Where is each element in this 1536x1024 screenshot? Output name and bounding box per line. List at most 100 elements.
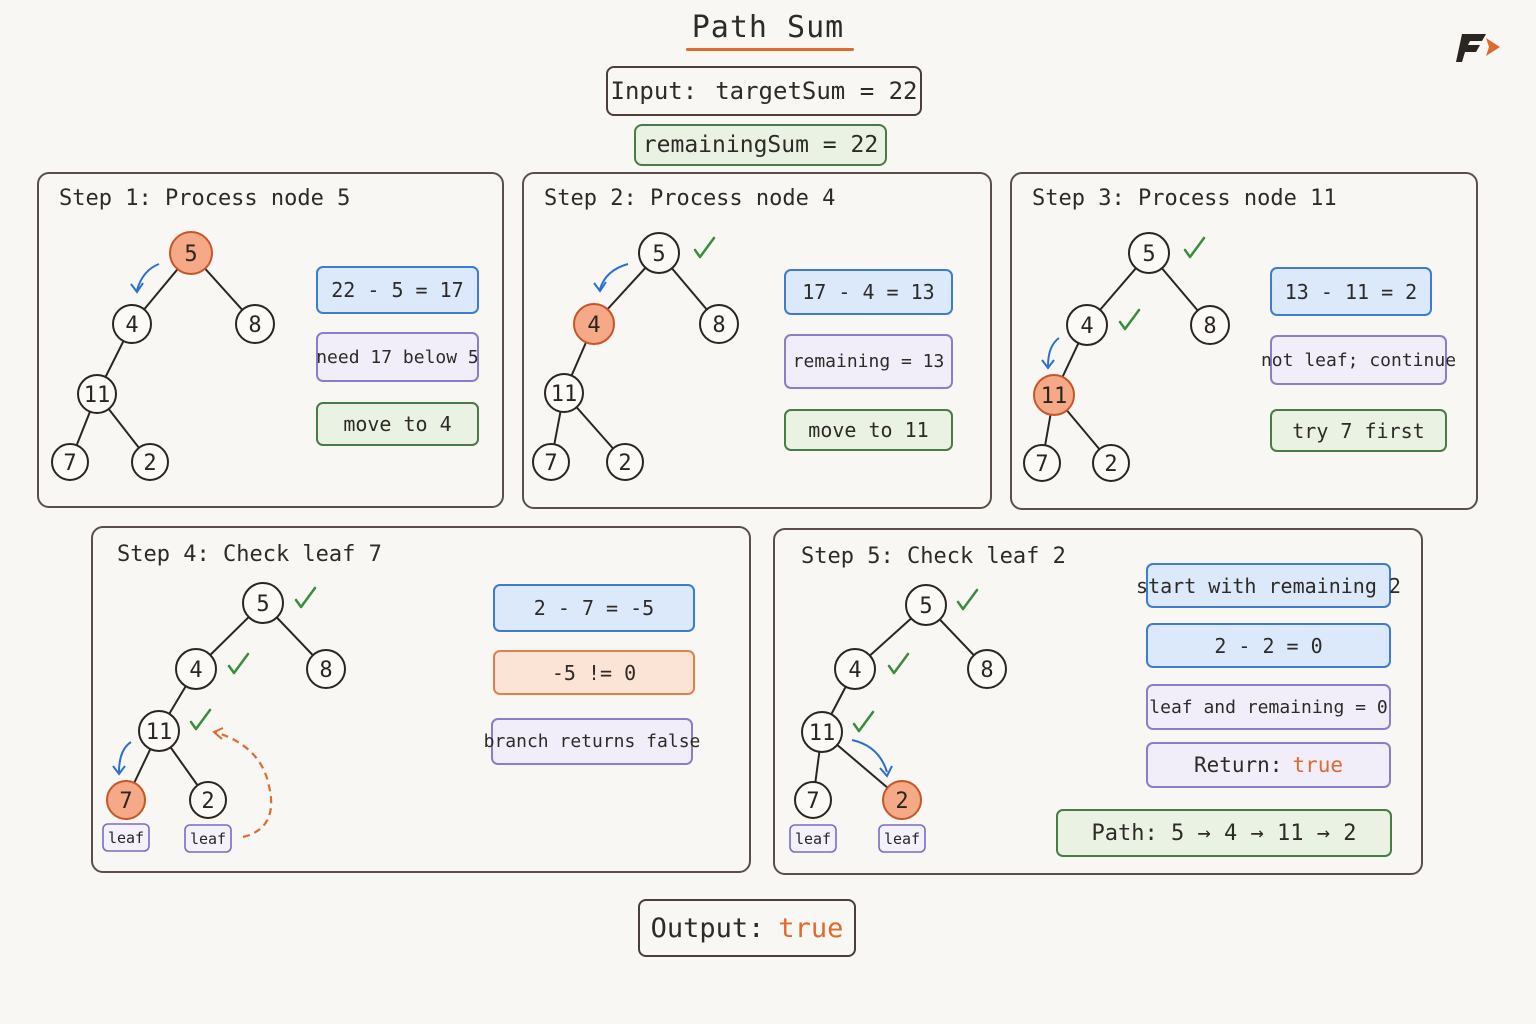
note-box: branch returns false [484, 718, 700, 765]
svg-text:8: 8 [319, 658, 332, 683]
action-box: move to 11 [784, 409, 953, 451]
check-icon [693, 236, 716, 259]
step-title: Step 3: Process node 11 [1032, 186, 1337, 211]
tree-node-active: 2 [882, 780, 922, 820]
path-box: Path: 5 → 4 → 11 → 2 [1056, 809, 1392, 857]
check-icon [1183, 236, 1206, 259]
svg-text:5: 5 [652, 242, 665, 267]
arrow-head [212, 727, 224, 740]
brand-logo-icon [1456, 34, 1500, 62]
return-box: Return: true [1146, 742, 1391, 788]
check-icon [1118, 308, 1141, 331]
tree-diagram: 5 4 8 11 7 2 leaf leaf [789, 584, 1007, 853]
step-title: Step 4: Check leaf 7 [117, 542, 382, 567]
svg-text:2: 2 [201, 789, 214, 814]
step-5-panel: Step 5: Check leaf 2 5 4 8 11 7 2 leaf l… [773, 528, 1423, 875]
tree-node: 4 [112, 304, 152, 344]
svg-text:5: 5 [919, 594, 932, 619]
step-2-panel: Step 2: Process node 4 5 4 8 11 7 2 17 -… [522, 172, 992, 509]
tree-node: 4 [1066, 304, 1108, 346]
input-label: Input: [610, 77, 698, 105]
note-box: leaf and remaining = 0 [1146, 684, 1391, 730]
input-box: Input: targetSum = 22 [606, 66, 922, 116]
calc-box: 2 - 7 = -5 [493, 584, 695, 632]
traversal-arrow [118, 741, 132, 773]
note-box: remaining = 13 [784, 334, 953, 389]
svg-text:7: 7 [63, 451, 76, 476]
step-3-panel: Step 3: Process node 11 5 4 8 11 7 2 13 … [1010, 172, 1478, 510]
leaf-tag: leaf [878, 824, 926, 853]
svg-text:8: 8 [980, 658, 993, 683]
step-title: Step 1: Process node 5 [59, 186, 351, 211]
calc-box: 2 - 2 = 0 [1146, 623, 1391, 668]
svg-text:11: 11 [84, 383, 111, 408]
leaf-tag: leaf [102, 823, 150, 852]
svg-text:8: 8 [712, 313, 725, 338]
svg-text:11: 11 [146, 720, 173, 745]
svg-text:leaf: leaf [884, 830, 920, 848]
svg-text:7: 7 [544, 451, 557, 476]
return-value: true [1292, 753, 1344, 777]
calc-box: 17 - 4 = 13 [784, 269, 953, 315]
tree-node-root: 5 [169, 231, 213, 275]
calc-box: 13 - 11 = 2 [1270, 267, 1432, 316]
tree-node: 7 [794, 781, 832, 819]
tree-node: 5 [1128, 232, 1170, 274]
calc-box: 22 - 5 = 17 [316, 266, 479, 314]
svg-text:leaf: leaf [108, 829, 144, 847]
tree-node: 8 [1190, 305, 1230, 345]
title-underline [686, 48, 854, 51]
tree-node: 11 [544, 373, 584, 413]
tree-node: 5 [242, 582, 284, 624]
step-title: Step 5: Check leaf 2 [801, 544, 1066, 569]
tree-node: 8 [235, 304, 275, 344]
check-icon [227, 652, 250, 675]
remaining-sum-box: remainingSum = 22 [634, 124, 887, 166]
action-box: try 7 first [1270, 409, 1447, 452]
tree-node: 7 [1023, 444, 1061, 482]
traversal-arrow [1047, 337, 1060, 367]
svg-text:7: 7 [1035, 452, 1048, 477]
check-icon [852, 710, 875, 733]
tree-node: 5 [905, 584, 947, 626]
tree-node: 7 [51, 443, 89, 481]
output-box: Output: true [638, 899, 856, 957]
svg-text:7: 7 [806, 789, 819, 814]
return-label: Return: [1193, 753, 1283, 777]
action-box: move to 4 [316, 402, 479, 446]
leaf-tag: leaf [789, 824, 837, 853]
tree-node: 4 [175, 648, 217, 690]
arrow-head [130, 282, 144, 294]
tree-diagram: 5 4 8 11 7 2 [1023, 232, 1230, 482]
check-icon [294, 586, 317, 609]
traversal-arrow [136, 263, 160, 291]
arrow-head [112, 765, 126, 776]
tree-node: 8 [306, 649, 346, 689]
svg-text:11: 11 [809, 721, 836, 746]
note-box: not leaf; continue [1261, 335, 1456, 385]
arrow-head [1041, 359, 1055, 370]
backtrack-arrow [214, 730, 273, 839]
svg-text:8: 8 [1203, 314, 1216, 339]
svg-text:leaf: leaf [190, 830, 226, 848]
tree-diagram: 5 4 8 11 7 2 [532, 232, 739, 481]
note-box: need 17 below 5 [316, 332, 479, 382]
svg-text:11: 11 [551, 382, 578, 407]
tree-node: 2 [606, 443, 644, 481]
traversal-arrow [599, 263, 629, 290]
tree-node-active: 4 [573, 303, 615, 345]
tree-node: 2 [1092, 444, 1130, 482]
svg-text:4: 4 [1080, 314, 1093, 339]
svg-text:7: 7 [119, 789, 132, 814]
arrow-head [879, 765, 893, 778]
tree-node: 7 [532, 443, 570, 481]
leaf-tag: leaf [184, 824, 232, 853]
svg-text:5: 5 [256, 592, 269, 617]
tree-diagram: 5 4 8 11 7 2 leaf leaf [102, 582, 346, 853]
svg-text:4: 4 [587, 313, 600, 338]
start-box: start with remaining 2 [1136, 563, 1401, 608]
svg-text:leaf: leaf [795, 830, 831, 848]
traversal-arrow [851, 739, 888, 773]
tree-node-active: 11 [1033, 374, 1075, 416]
check-icon [887, 652, 910, 675]
